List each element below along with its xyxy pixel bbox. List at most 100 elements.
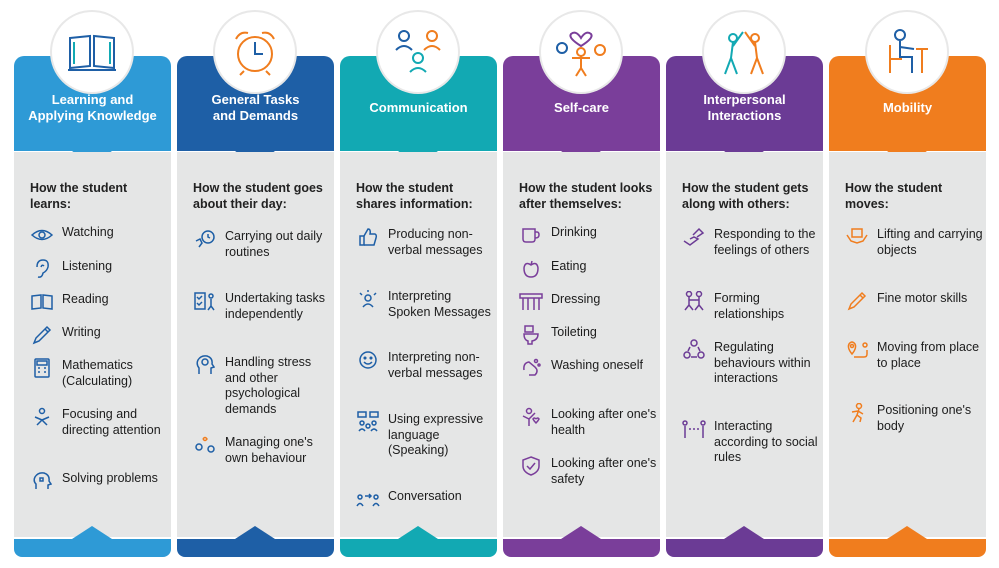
pencil-icon — [845, 291, 869, 311]
list-item: Handling stress and other psychological … — [193, 355, 331, 417]
list-item-label: Interacting according to social rules — [714, 419, 818, 464]
thumbs-up-icon — [356, 227, 380, 247]
list-item: Mathematics (Calculating) — [30, 358, 168, 389]
column-footer — [14, 539, 171, 557]
healthy-person-icon — [519, 407, 543, 427]
book-icon — [30, 292, 54, 312]
open-book-icon — [52, 12, 132, 92]
cup-icon — [519, 225, 543, 245]
reading-person-icon — [30, 407, 54, 427]
list-item: Managing one's own behaviour — [193, 435, 331, 466]
list-item-label: Washing oneself — [551, 358, 643, 372]
helping-hand-icon — [682, 227, 706, 247]
list-item-label: Fine motor skills — [877, 291, 968, 305]
list-item-label: Reading — [62, 292, 109, 306]
list-item-label: Toileting — [551, 325, 597, 339]
footer-notch — [72, 526, 112, 539]
list-item-label: Interpreting Spoken Messages — [388, 289, 491, 319]
column-title-line: Applying Knowledge — [28, 107, 157, 123]
list-item: Positioning one's body — [845, 403, 983, 434]
shield-check-icon — [519, 456, 543, 476]
list-item-label: Moving from place to place — [877, 340, 980, 370]
map-pin-route-icon — [845, 340, 869, 360]
list-item: Fine motor skills — [845, 291, 983, 311]
list-item-label: Eating — [551, 259, 587, 273]
faces-cycle-icon — [682, 339, 706, 360]
list-item: Conversation — [356, 489, 494, 509]
column-intro: How the student looks after themselves: — [519, 181, 653, 211]
list-item-label: Focusing and directing attention — [62, 407, 161, 437]
washing-hands-icon — [519, 358, 543, 378]
column-self-care: Self-care How the student looks after th… — [503, 0, 660, 568]
column-footer — [666, 539, 823, 557]
list-item: Eating — [519, 259, 657, 279]
clothes-icon — [519, 292, 543, 312]
list-item-label: Regulating behaviours within interaction… — [714, 340, 811, 385]
list-item: Watching — [30, 225, 168, 245]
list-item: Carrying out daily routines — [193, 229, 331, 260]
column-title-line: Interactions — [707, 107, 782, 123]
calculator-icon — [30, 358, 54, 378]
list-item-label: Forming relationships — [714, 291, 785, 321]
smiley-face-icon — [356, 350, 380, 370]
list-item-label: Mathematics (Calculating) — [62, 358, 133, 388]
list-item-label: Watching — [62, 225, 114, 239]
alarm-clock-icon — [215, 12, 295, 92]
column-title-line: Self-care — [554, 99, 609, 115]
head-brain-icon — [193, 355, 217, 375]
column-panel — [177, 152, 334, 537]
two-people-icon — [682, 291, 706, 311]
moving-person-icon — [845, 403, 869, 423]
column-title-line: Interpersonal — [703, 91, 786, 107]
list-item: Washing oneself — [519, 358, 657, 378]
list-item: Regulating behaviours within interaction… — [682, 339, 820, 387]
list-item: Producing non-verbal messages — [356, 227, 494, 258]
list-item-label: Writing — [62, 325, 101, 339]
lifting-box-icon — [845, 227, 869, 247]
column-intro: How the student learns: — [30, 181, 128, 211]
running-clock-icon — [193, 229, 217, 249]
list-item-label: Listening — [62, 259, 113, 273]
toilet-icon — [519, 325, 543, 345]
list-item: Looking after one's safety — [519, 456, 657, 487]
column-footer — [340, 539, 497, 557]
column-panel — [666, 152, 823, 537]
people-group-icon — [378, 12, 458, 92]
list-item: Drinking — [519, 225, 657, 245]
column-title-line: and Demands — [212, 107, 299, 123]
list-item-label: Handling stress and other psychological … — [225, 355, 312, 416]
column-panel — [340, 152, 497, 537]
checklist-person-icon — [193, 291, 217, 311]
list-item-label: Using expressive language (Speaking) — [388, 412, 484, 457]
list-item-label: Conversation — [388, 489, 462, 503]
column-intro: How the student moves: — [845, 181, 943, 211]
list-item: Using expressive language (Speaking) — [356, 411, 494, 459]
conversation-icon — [356, 489, 380, 509]
list-item: Responding to the feelings of others — [682, 227, 820, 258]
column-intro: How the student goes about their day: — [193, 181, 323, 211]
list-item: Dressing — [519, 292, 657, 312]
footer-notch — [887, 526, 927, 539]
list-item: Undertaking tasks independently — [193, 291, 331, 322]
list-item-label: Undertaking tasks independently — [225, 291, 326, 321]
apple-icon — [519, 259, 543, 279]
high-five-icon — [704, 12, 784, 92]
list-item-label: Carrying out daily routines — [225, 229, 323, 259]
list-item-label: Producing non-verbal messages — [388, 227, 483, 257]
list-item: Looking after one's health — [519, 407, 657, 438]
list-item-label: Looking after one's safety — [551, 456, 657, 486]
list-item: Focusing and directing attention — [30, 407, 168, 438]
column-communication: Communication How the student shares inf… — [340, 0, 497, 568]
footer-notch — [561, 526, 601, 539]
listening-person-icon — [356, 289, 380, 309]
list-item-label: Lifting and carrying objects — [877, 227, 983, 257]
list-item: Interpreting non-verbal messages — [356, 350, 494, 381]
list-item-label: Responding to the feelings of others — [714, 227, 816, 257]
column-title-line: General Tasks — [211, 91, 300, 107]
list-item: Writing — [30, 325, 168, 345]
column-intro: How the student shares information: — [356, 181, 473, 211]
list-item: Lifting and carrying objects — [845, 227, 983, 258]
list-item-label: Drinking — [551, 225, 597, 239]
